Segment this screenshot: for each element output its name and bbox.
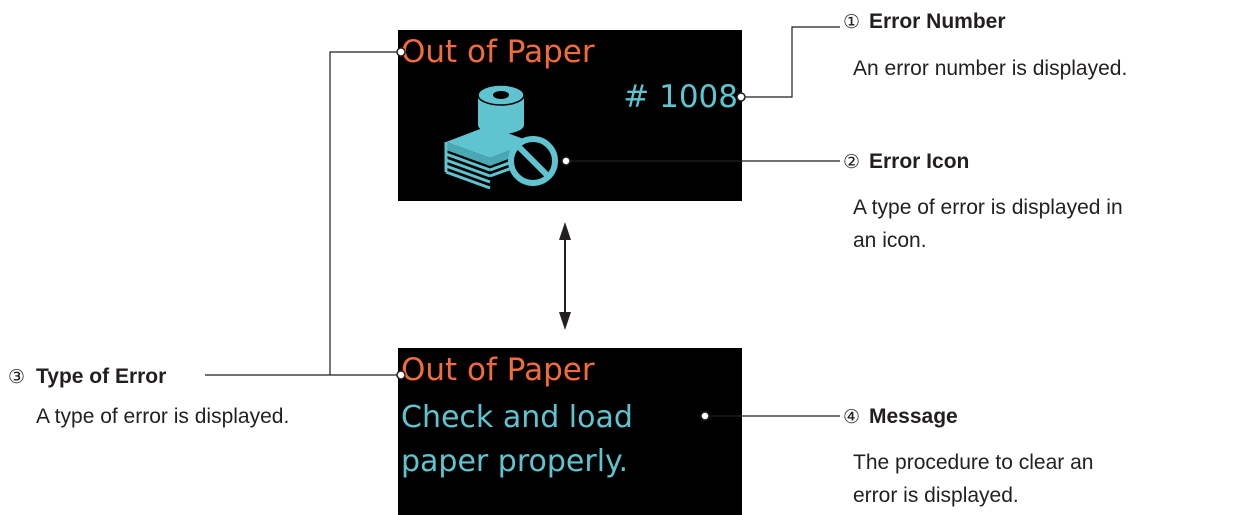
callout-error-icon-title: Error Icon (869, 150, 969, 173)
callout-message-marker: ④ (843, 406, 860, 428)
callout-error-number-desc: An error number is displayed. (853, 57, 1127, 80)
dot-error-number (736, 92, 746, 102)
leader-dots (396, 47, 746, 421)
callout-message-desc-line1: The procedure to clear an (853, 451, 1093, 474)
callout-type-of-error-title: Type of Error (36, 365, 166, 388)
callout-message-desc-line2: error is displayed. (853, 484, 1019, 507)
callout-error-icon-desc-line2: an icon. (853, 229, 927, 252)
top-screen-title: Out of Paper (401, 34, 595, 70)
callout-error-icon: ② Error Icon A type of error is displaye… (843, 150, 1123, 252)
callout-error-number-title: Error Number (869, 10, 1006, 33)
bottom-screen-background (398, 348, 742, 515)
bottom-screen-title: Out of Paper (401, 352, 595, 388)
leader-lines (205, 26, 840, 417)
leader-line-type-of-error (205, 51, 401, 376)
bottom-screen-message-line2: paper properly. (401, 444, 628, 479)
bottom-screen: Out of Paper Check and load paper proper… (398, 348, 742, 515)
top-screen: Out of Paper # 1008 (398, 30, 742, 201)
bottom-screen-message-line1: Check and load (401, 400, 633, 435)
callout-error-icon-desc-line1: A type of error is displayed in (853, 196, 1123, 219)
callout-message: ④ Message The procedure to clear an erro… (843, 405, 1093, 507)
leader-line-error-number (741, 26, 840, 98)
top-screen-error-number: # 1008 (623, 79, 738, 115)
dot-type-bottom (396, 370, 406, 380)
callout-type-of-error: ③ Type of Error A type of error is displ… (8, 365, 289, 428)
prohibition-icon (508, 136, 558, 186)
dot-message (700, 411, 710, 421)
paper-roll-icon (477, 84, 525, 134)
callout-error-number-marker: ① (843, 11, 860, 33)
dot-type-top (396, 47, 406, 57)
callout-type-of-error-marker: ③ (8, 366, 25, 388)
callout-message-title: Message (869, 405, 958, 428)
callout-error-icon-marker: ② (843, 151, 860, 173)
out-of-paper-icon (444, 84, 558, 190)
callout-type-of-error-desc: A type of error is displayed. (36, 405, 289, 428)
top-screen-background (398, 30, 742, 201)
dot-error-icon (561, 156, 571, 166)
callout-error-number: ① Error Number An error number is displa… (843, 10, 1127, 80)
double-arrow (559, 222, 571, 330)
